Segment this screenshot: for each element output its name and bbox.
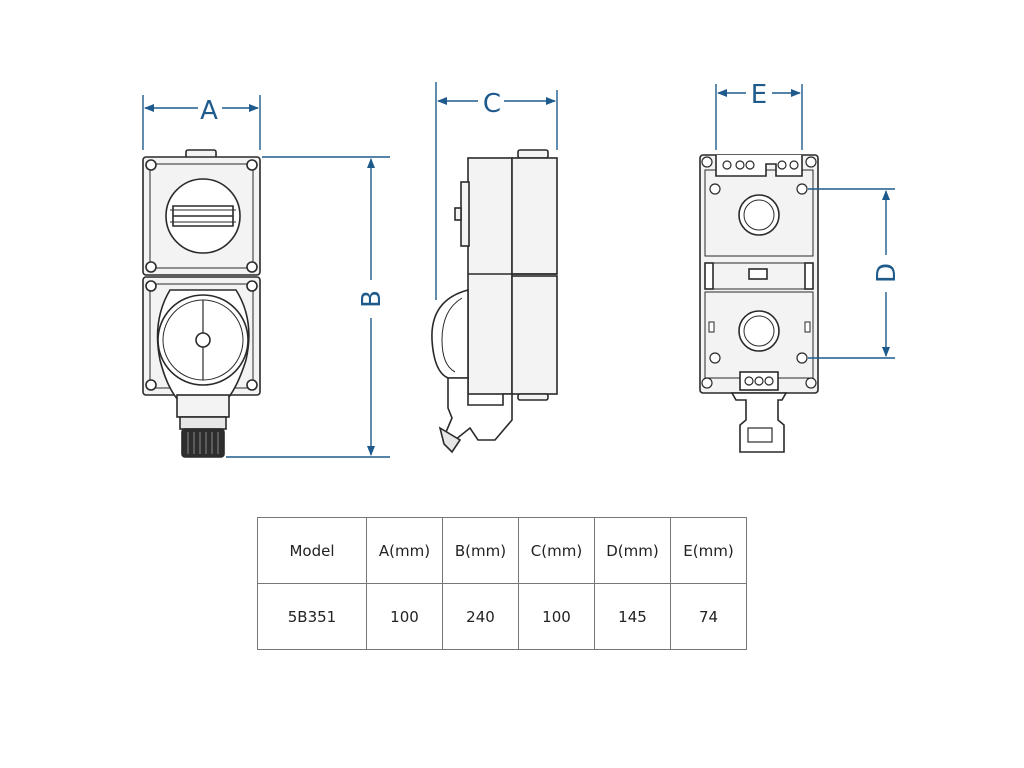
back-view [699, 154, 819, 453]
header-d: D(mm) [594, 517, 671, 584]
header-b: B(mm) [442, 517, 519, 584]
dimension-e [715, 84, 803, 150]
table-header-row: Model A(mm) B(mm) C(mm) D(mm) E(mm) [257, 517, 747, 584]
header-model: Model [257, 517, 367, 584]
cell-e: 74 [670, 583, 747, 650]
cell-model: 5B351 [257, 583, 367, 650]
dimension-a [142, 95, 261, 150]
dimension-c [435, 82, 558, 300]
dimension-label-e: E [751, 80, 767, 110]
upper-knockout [738, 194, 780, 236]
dimension-b [226, 156, 390, 458]
front-view [142, 149, 261, 458]
header-a: A(mm) [366, 517, 443, 584]
table-row: 5B351 100 240 100 145 74 [257, 583, 747, 650]
dimension-label-b: B [357, 290, 387, 308]
cable-gland [181, 428, 225, 458]
spec-table: Model A(mm) B(mm) C(mm) D(mm) E(mm) 5B35… [257, 517, 747, 650]
dimension-label-c: C [483, 89, 501, 119]
cell-d: 145 [594, 583, 671, 650]
side-body [467, 157, 513, 395]
lower-knockout [738, 310, 780, 352]
header-c: C(mm) [518, 517, 595, 584]
cell-c: 100 [518, 583, 595, 650]
side-view [431, 149, 558, 454]
cell-a: 100 [366, 583, 443, 650]
dimension-label-a: A [200, 96, 218, 126]
dimension-label-d: D [872, 263, 902, 283]
dimension-d [808, 188, 895, 359]
cell-b: 240 [442, 583, 519, 650]
header-e: E(mm) [670, 517, 747, 584]
